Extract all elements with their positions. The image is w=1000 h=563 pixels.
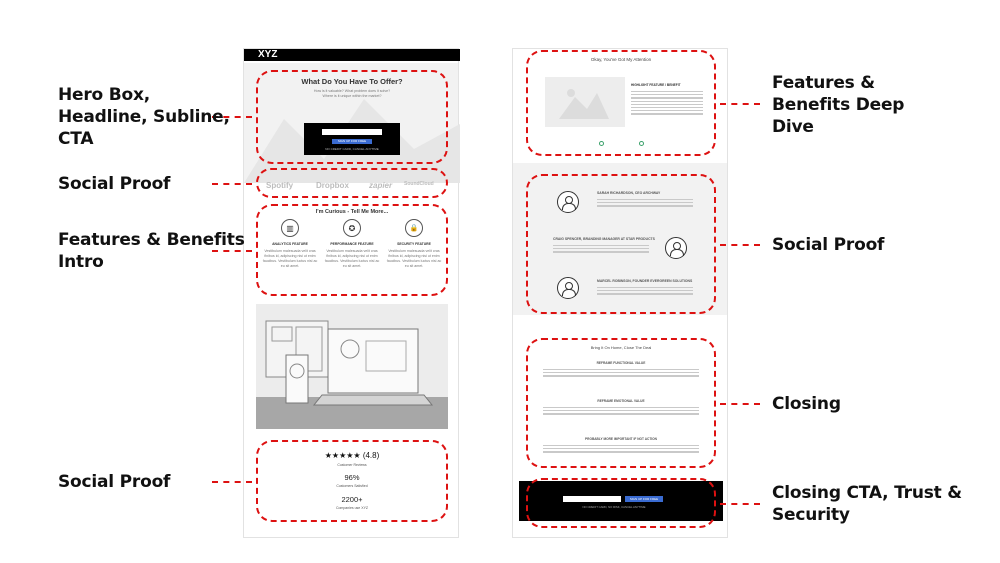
stat-satisfied-value: 96%: [344, 473, 360, 482]
annotation-hero: Hero Box, Headline, Subline, CTA: [58, 85, 230, 149]
star-rating-icon: ★★★★★: [324, 451, 361, 460]
stat-satisfied-caption: Customers Satisfied: [336, 484, 368, 488]
feature-performance: ✪ PERFORMANCE FEATURE Vestibulum malesua…: [324, 219, 380, 269]
brand-logo: XYZ: [244, 49, 460, 61]
highlight-closing-cta: [526, 478, 716, 528]
closing-text-1: [543, 369, 699, 379]
annotation-closing-cta: Closing CTA, Trust & Security: [772, 483, 962, 525]
highlight-social-proof-stats: [256, 440, 448, 522]
feature-text: Vestibulum malesuada velit cras finibus …: [324, 249, 380, 268]
rating-value: (4.8): [362, 451, 380, 460]
feature-text: Vestibulum malesuada velit cras finibus …: [262, 249, 318, 268]
carousel-next-dot[interactable]: [639, 141, 644, 146]
landing-page-bottom-mockup: Okay, You've Got My Attention HIGHLIGHT …: [512, 48, 728, 538]
hero-subline: How is it valuable? What problem does it…: [313, 89, 391, 98]
avatar-icon: [557, 277, 579, 299]
features-title: I'm Curious - Tell Me More...: [315, 209, 389, 215]
devices-illustration: [265, 320, 434, 406]
testimonial-name: CRAIG SPENCER, BRANDING MANAGER AT STAR …: [553, 237, 655, 241]
annotation-features-intro: Features & Benefits Intro: [58, 230, 245, 272]
closing-cta-box: SIGN UP FOR FREE NO CREDIT CARD, NO RISK…: [519, 481, 723, 521]
connector-closing-cta: [720, 503, 760, 505]
connector-social-proof-2: [212, 481, 252, 483]
signup-button[interactable]: SIGN UP FOR FREE: [332, 139, 372, 144]
highlight-social-proof-testimonials: [526, 174, 716, 314]
rating-caption: Customer Reviews: [337, 463, 367, 467]
connector-features: [212, 250, 252, 252]
signup-button[interactable]: SIGN UP FOR FREE: [625, 496, 663, 502]
email-input[interactable]: [563, 496, 621, 502]
annotation-social-proof-logos: Social Proof: [58, 174, 171, 194]
avatar-icon: [665, 237, 687, 259]
highlight-social-proof-logos: [256, 168, 448, 198]
closing-title: Bring It On Home, Close The Deal: [590, 345, 652, 350]
annotation-deep-dive: Features & Benefits Deep Dive: [772, 73, 905, 137]
connector-closing: [720, 403, 760, 405]
closing-heading-1: REFRAME FUNCTIONAL VALUE: [596, 361, 646, 365]
email-input[interactable]: [322, 129, 382, 135]
medal-icon: ✪: [343, 219, 361, 237]
connector-hero: [212, 116, 252, 118]
avatar-icon: [557, 191, 579, 213]
deep-dive-heading: HIGHLIGHT FEATURE / BENEFIT: [631, 83, 681, 87]
logo-zapier: zapier: [369, 181, 393, 190]
logo-soundcloud: SoundCloud: [404, 181, 434, 187]
carousel-prev-dot[interactable]: [599, 141, 604, 146]
annotation-closing: Closing: [772, 394, 841, 414]
closing-text-3: [543, 445, 699, 455]
chart-icon: ▥: [281, 219, 299, 237]
feature-name: ANALYTICS FEATURE: [272, 242, 308, 246]
highlight-closing: [526, 338, 716, 468]
testimonial-name: MARCEL ROBINSON, FOUNDER EVERGREEN SOLUT…: [597, 279, 693, 283]
hero-headline: What Do You Have To Offer?: [301, 77, 403, 86]
stat-companies-value: 2200+: [341, 495, 363, 504]
annotation-social-proof-stats: Social Proof: [58, 472, 171, 492]
feature-security: 🔒 SECURITY FEATURE Vestibulum malesuada …: [386, 219, 442, 269]
connector-social-proof-1: [212, 183, 252, 185]
closing-heading-3: PROBABLY MORE IMPORTANT IF NOT ACTION: [585, 437, 657, 441]
testimonial-text: [553, 245, 649, 255]
testimonial-text: [597, 287, 693, 297]
logo-spotify: Spotify: [266, 181, 294, 190]
testimonials-section: [513, 163, 727, 315]
cta-note: NO CREDIT CARD, CANCEL ANYTIME: [325, 147, 379, 151]
image-mountain-icon: [559, 89, 609, 119]
feature-name: PERFORMANCE FEATURE: [330, 242, 374, 246]
lock-icon: 🔒: [405, 219, 423, 237]
closing-text-2: [543, 407, 699, 417]
feature-name: SECURITY FEATURE: [397, 242, 431, 246]
feature-analytics: ▥ ANALYTICS FEATURE Vestibulum malesuada…: [262, 219, 318, 269]
deep-dive-title: Okay, You've Got My Attention: [590, 57, 652, 62]
closing-heading-2: REFRAME EMOTIONAL VALUE: [597, 399, 645, 403]
rating-row: ★★★★★ (4.8): [244, 451, 460, 460]
highlight-deep-dive: [526, 50, 716, 156]
testimonial-name: SARAH RICHARDSON, CEO ARCHWAY: [597, 191, 661, 195]
connector-deep-dive: [720, 103, 760, 105]
stat-companies-caption: Companies use XYZ: [335, 506, 369, 510]
highlight-hero: [256, 70, 448, 164]
trust-note: NO CREDIT CARD, NO RISK, CANCEL ANYTIME: [582, 505, 646, 509]
deep-dive-text: [631, 91, 703, 117]
testimonial-text: [597, 199, 693, 209]
connector-social-proof-3: [720, 244, 760, 246]
annotation-social-proof-testimonials: Social Proof: [772, 235, 885, 255]
highlight-features-intro: [256, 204, 448, 296]
feature-text: Vestibulum malesuada velit cras finibus …: [386, 249, 442, 268]
hero-cta-box: SIGN UP FOR FREE NO CREDIT CARD, CANCEL …: [304, 123, 400, 155]
logo-dropbox: Dropbox: [316, 181, 349, 190]
